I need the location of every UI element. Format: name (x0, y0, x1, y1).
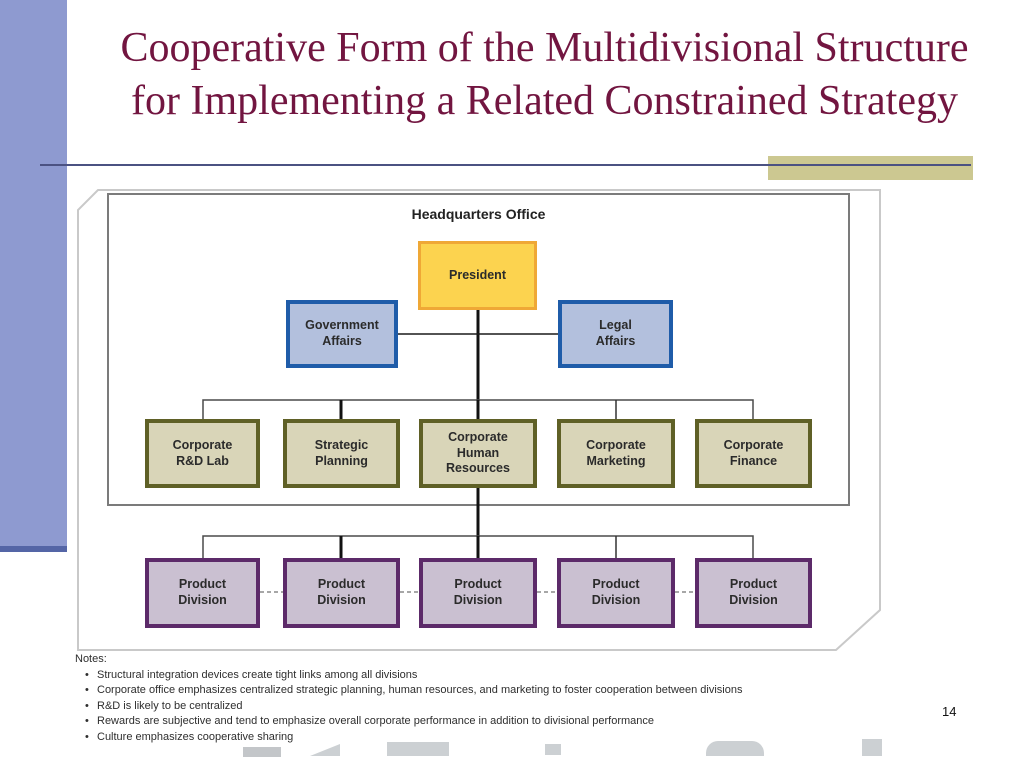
watermark-fragment (243, 747, 281, 757)
org-box-product-division-3: Product Division (419, 558, 537, 628)
org-box-corporate-marketing: Corporate Marketing (557, 419, 675, 488)
title-divider-line (40, 164, 971, 166)
notes-block: Notes: • Structural integration devices … (75, 652, 905, 745)
org-box-president: President (418, 241, 537, 310)
hq-office-label: Headquarters Office (411, 206, 546, 222)
bullet-icon: • (85, 668, 89, 681)
org-box-product-division-1: Product Division (145, 558, 260, 628)
note-item: • Rewards are subjective and tend to emp… (75, 714, 905, 730)
bullet-icon: • (85, 730, 89, 743)
sidebar-accent-bar-edge (0, 546, 67, 552)
bullet-icon: • (85, 715, 89, 727)
watermark-fragment (545, 744, 561, 755)
org-box-government-affairs: Government Affairs (286, 300, 398, 368)
bullet-icon: • (85, 699, 89, 712)
slide-title-line1: Cooperative Form of the Multidivisional … (120, 25, 969, 71)
watermark-fragment (387, 742, 449, 756)
title-accent-rect (768, 156, 973, 180)
notes-heading: Notes: (75, 653, 107, 665)
note-item: • R&D is likely to be centralized (75, 699, 905, 715)
sidebar-accent-bar (0, 0, 67, 546)
org-box-corporate-human-resources: Corporate Human Resources (419, 419, 537, 488)
watermark-fragment (862, 739, 882, 756)
org-box-product-division-2: Product Division (283, 558, 400, 628)
watermark-fragment (706, 741, 764, 756)
note-text: Culture emphasizes cooperative sharing (97, 730, 294, 743)
note-text: Structural integration devices create ti… (97, 668, 418, 681)
slide-title: Cooperative Form of the Multidivisional … (67, 22, 1022, 128)
note-text: Rewards are subjective and tend to empha… (97, 715, 655, 727)
org-box-corporate-finance: Corporate Finance (695, 419, 812, 488)
note-text: Corporate office emphasizes centralized … (97, 684, 743, 696)
note-text: R&D is likely to be centralized (97, 699, 243, 712)
org-box-legal-affairs: Legal Affairs (558, 300, 673, 368)
note-item: • Culture emphasizes cooperative sharing (75, 730, 905, 746)
org-box-strategic-planning: Strategic Planning (283, 419, 400, 488)
org-box-product-division-4: Product Division (557, 558, 675, 628)
org-box-corporate-rd-lab: Corporate R&D Lab (145, 419, 260, 488)
org-box-product-division-5: Product Division (695, 558, 812, 628)
note-item: • Structural integration devices create … (75, 668, 905, 684)
bullet-icon: • (85, 684, 89, 696)
page-number: 14 (942, 704, 957, 719)
slide-title-line2: for Implementing a Related Constrained S… (131, 78, 958, 124)
note-item: • Corporate office emphasizes centralize… (75, 683, 905, 699)
